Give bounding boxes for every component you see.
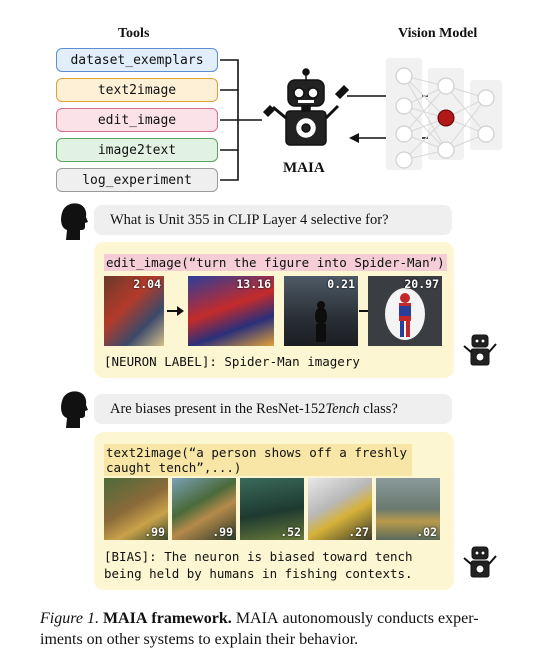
activation-score: 0.21 <box>327 277 355 291</box>
activation-score: 20.97 <box>404 277 439 291</box>
caption-line-2: iments on other systems to explain their… <box>40 631 359 648</box>
maia-robot-small-icon <box>463 334 497 366</box>
caption-framework: framework. <box>151 610 232 627</box>
maia-robot-small-icon <box>463 546 497 578</box>
tools-header: Tools <box>118 26 150 41</box>
question-bubble-1: What is Unit 355 in CLIP Layer 4 selecti… <box>94 205 452 235</box>
activation-score: 13.16 <box>236 277 271 291</box>
tool-edit-image: edit_image <box>56 108 218 132</box>
image-edited-1: 13.16 <box>188 276 274 346</box>
activation-score: .99 <box>212 525 233 539</box>
caption-text-1: autonomously conducts exper- <box>282 610 479 627</box>
arrow-icon <box>167 306 184 316</box>
user-head-icon <box>61 391 88 428</box>
maia-robot-icon <box>262 68 350 146</box>
tool-image2text: image2text <box>56 138 218 162</box>
question-2-post: class? <box>359 400 398 417</box>
user-head-icon <box>61 203 88 240</box>
image-original-1: 2.04 <box>104 276 164 346</box>
tench-image-3: .52 <box>240 478 304 540</box>
question-2-class: Tench <box>325 400 360 417</box>
bias-result-line1: [BIAS]: The neuron is biased toward tenc… <box>104 549 413 564</box>
tench-image-1: .99 <box>104 478 168 540</box>
caption-line-1: Figure 1. MAIA framework. MAIA autonomou… <box>40 608 510 629</box>
activation-score: .99 <box>144 525 165 539</box>
tools-bracket <box>220 59 262 181</box>
text2image-call-line2: caught tench”,...) <box>106 460 242 475</box>
edit-image-call: edit_image(“turn the figure into Spider-… <box>104 254 447 271</box>
vision-model-network <box>386 58 502 170</box>
vision-model-header: Vision Model <box>398 26 478 41</box>
tench-image-4: .27 <box>308 478 372 540</box>
text2image-call: text2image(“a person shows off a freshly… <box>104 444 412 476</box>
maia-label: MAIA <box>283 160 325 176</box>
tool-dataset-exemplars: dataset_exemplars <box>56 48 218 72</box>
activation-score: .52 <box>280 525 301 539</box>
text2image-call-line1: text2image(“a person shows off a freshly <box>106 445 408 460</box>
bias-result: [BIAS]: The neuron is biased toward tenc… <box>104 548 413 582</box>
question-bubble-2: Are biases present in the ResNet-152 Ten… <box>94 394 452 424</box>
image-original-2: 0.21 <box>284 276 358 346</box>
tench-image-5: .02 <box>376 478 440 540</box>
neuron-node <box>437 109 455 127</box>
caption-maia: MAIA <box>102 610 148 627</box>
tool-log-experiment: log_experiment <box>56 168 218 192</box>
caption-maia-2: MAIA <box>235 610 279 627</box>
bias-result-line2: being held by humans in fishing contexts… <box>104 566 413 581</box>
tench-image-2: .99 <box>172 478 236 540</box>
figure-caption: Figure 1. MAIA framework. MAIA autonomou… <box>40 608 510 650</box>
neuron-label-result: [NEURON LABEL]: Spider-Man imagery <box>104 354 360 369</box>
image-edited-2: 20.97 <box>368 276 442 346</box>
activation-score: .02 <box>416 525 437 539</box>
activation-score: 2.04 <box>133 277 161 291</box>
activation-score: .27 <box>348 525 369 539</box>
tool-text2image: text2image <box>56 78 218 102</box>
question-2-pre: Are biases present in the ResNet-152 <box>110 400 326 417</box>
caption-figure-number: Figure 1. <box>40 610 99 627</box>
